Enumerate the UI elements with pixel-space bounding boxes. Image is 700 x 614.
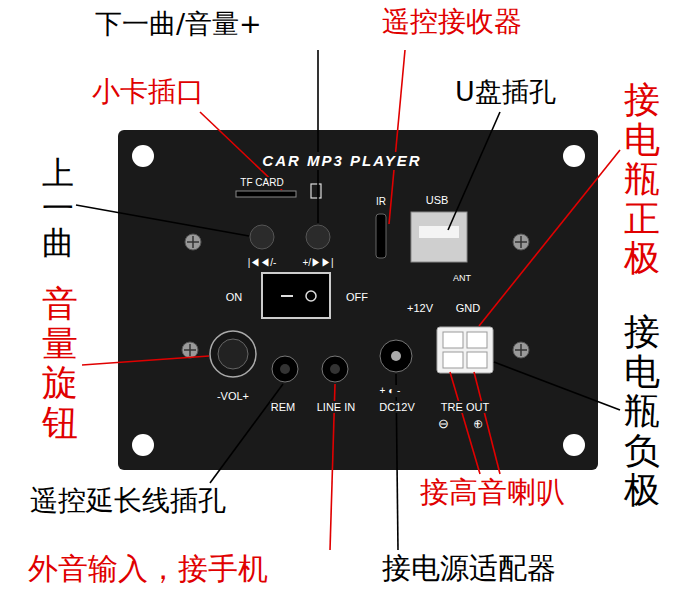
callout-label: 遥控接收器	[382, 6, 522, 38]
callout-label: 上一曲	[42, 156, 74, 262]
callout-label: 接电瓶正极	[624, 80, 660, 278]
panel-marking: TF CARD	[239, 177, 284, 189]
mount-holes	[132, 145, 585, 456]
callout-label: 接高音喇叭	[420, 476, 565, 509]
next-button	[306, 225, 330, 249]
panel-marking: ANT	[452, 273, 472, 283]
card-icon	[311, 184, 321, 198]
panel-marking: CAR MP3 PLAYER	[261, 152, 422, 169]
panel-marking: |◀◀/-	[247, 257, 278, 269]
connector-pins	[443, 332, 487, 368]
tf-slot	[236, 191, 296, 197]
panel-marking: REM	[270, 401, 296, 414]
panel-marking: + ◐ -	[379, 385, 402, 397]
ir-receiver	[376, 214, 386, 258]
callout-label: 音量旋钮	[42, 284, 78, 442]
dc-jack	[380, 340, 412, 372]
panel-marking: LINE IN	[316, 401, 357, 414]
callout-label: 外音输入，接手机	[28, 552, 268, 587]
volume-knob-cap	[218, 339, 248, 369]
volume-knob	[210, 331, 256, 377]
panel-marking: DC12V	[378, 401, 415, 414]
panel-marking: ON	[225, 291, 244, 304]
panel-marking: -VOL+	[216, 390, 250, 403]
dc-pin	[391, 351, 401, 361]
panel-marking: USB	[425, 194, 450, 207]
callout-label: 接电源适配器	[382, 552, 556, 585]
line-in-hole	[330, 364, 340, 374]
power-connector	[437, 327, 493, 373]
panel-marking: +12V	[406, 302, 434, 315]
panel-marking: TRE OUT	[440, 401, 490, 414]
callout-label: 遥控延长线插孔	[30, 485, 226, 517]
panel-marking: IR	[375, 196, 387, 208]
rem-jack	[272, 356, 298, 382]
switch-mark	[306, 291, 316, 301]
panel-marking: GND	[455, 302, 481, 315]
prev-button	[250, 225, 274, 249]
usb-port	[411, 212, 467, 262]
panel-marking: +/▶▶|	[301, 257, 334, 269]
power-switch	[262, 273, 330, 318]
usb-tongue	[419, 226, 459, 238]
callout-label: 接电瓶负极	[624, 312, 660, 510]
rem-jack-hole	[280, 364, 290, 374]
switch-mark	[281, 295, 293, 297]
callout-label: 小卡插口	[92, 76, 204, 108]
leader-lines	[76, 50, 620, 550]
callout-label: U盘插孔	[455, 76, 556, 107]
callout-label: 下一曲/音量+	[95, 8, 262, 39]
line-in-jack	[322, 356, 348, 382]
panel-plate	[118, 130, 598, 470]
panel-marking: ⊖	[437, 417, 450, 432]
panel-marking: ⊕	[472, 417, 484, 432]
panel-marking: OFF	[345, 291, 369, 304]
